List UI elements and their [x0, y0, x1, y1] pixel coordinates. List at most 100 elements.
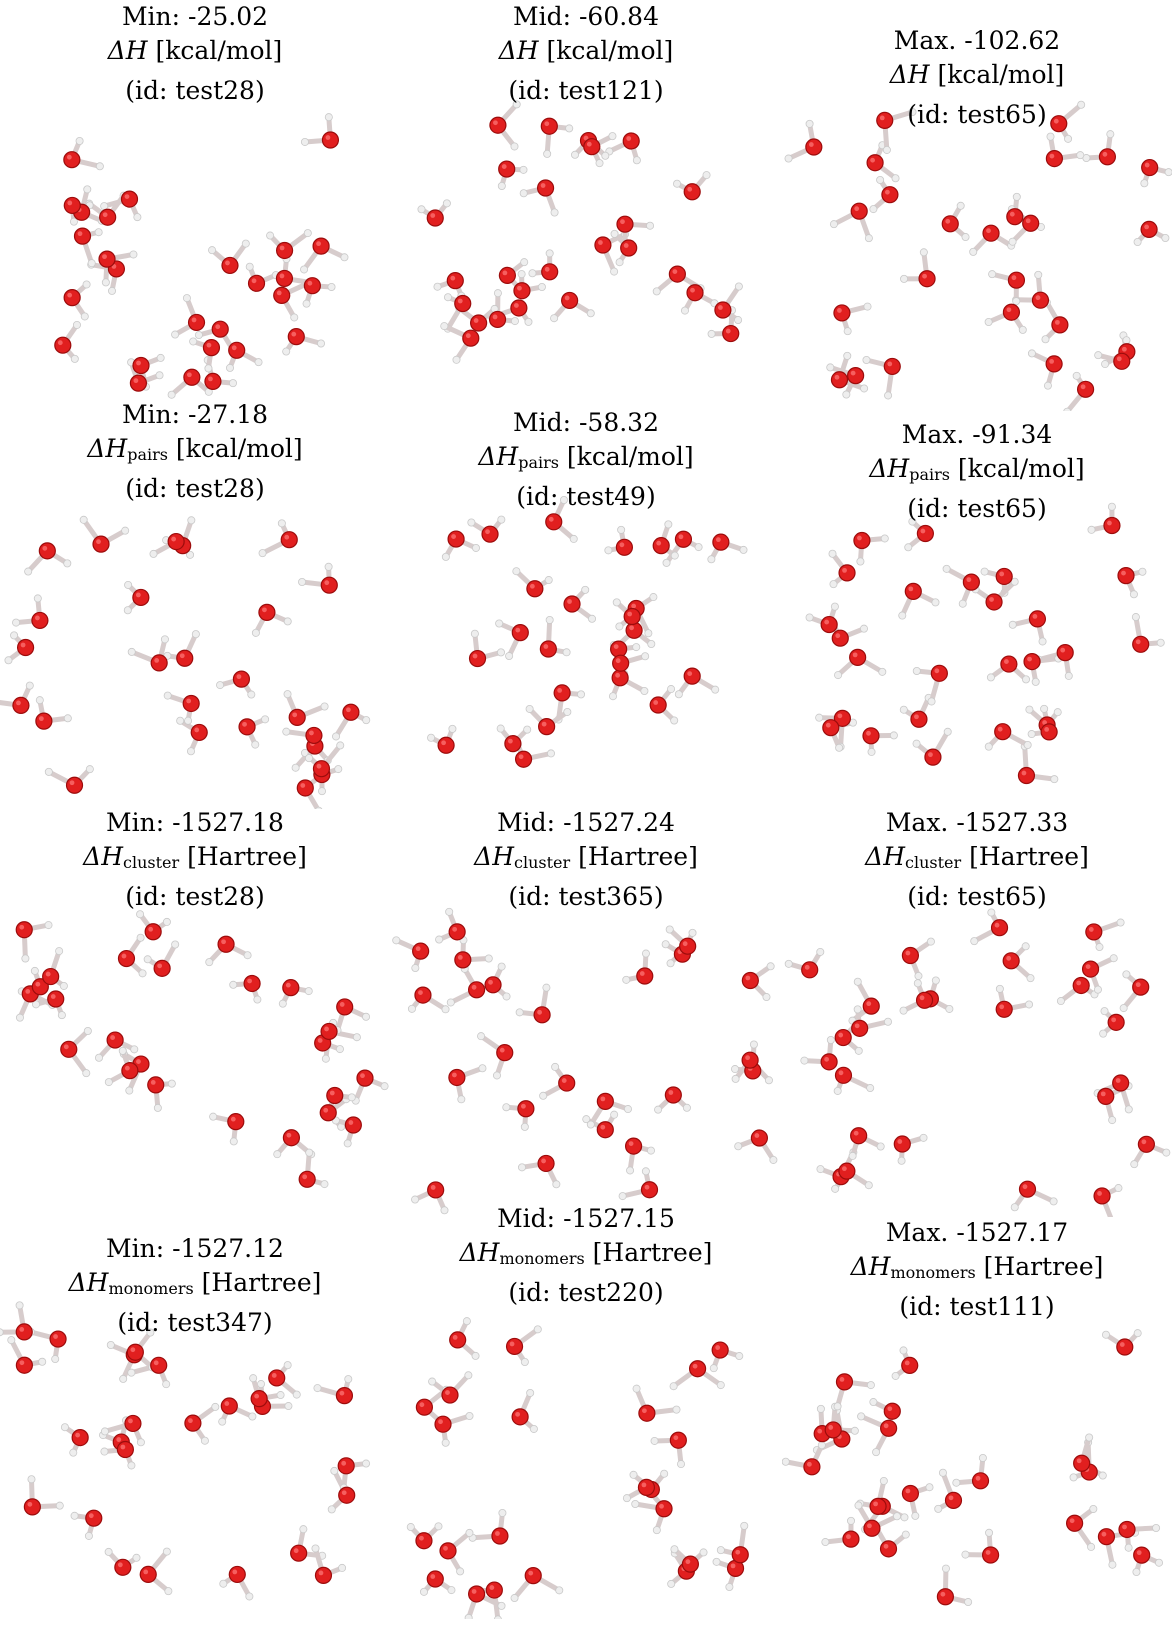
quantity-symbol: ΔH: [865, 842, 905, 871]
title-line-quantity: ΔHpairs [kcal/mol]: [0, 432, 390, 472]
structure-id: (id: test65): [907, 882, 1047, 911]
panel-title: Max. -1527.33 ΔHcluster [Hartree] (id: t…: [782, 806, 1172, 914]
title-line-quantity: ΔHmonomers [Hartree]: [782, 1250, 1172, 1290]
quantity-subscript: pairs: [127, 445, 168, 464]
quantity-unit: [Hartree]: [187, 842, 307, 871]
extreme-kind: Min:: [121, 400, 181, 429]
panel-title: Mid: -60.84 ΔH [kcal/mol] (id: test121): [391, 0, 781, 108]
quantity-unit: [Hartree]: [969, 842, 1089, 871]
extreme-kind: Max.: [901, 420, 965, 449]
structure-id: (id: test220): [508, 1278, 664, 1307]
panel-title: Min: -1527.18 ΔHcluster [Hartree] (id: t…: [0, 806, 390, 914]
quantity-unit: [kcal/mol]: [937, 60, 1065, 89]
quantity-symbol: ΔH: [850, 1252, 891, 1281]
molecule-render: [417, 100, 743, 364]
panel-title: Max. -102.62 ΔH [kcal/mol] (id: test65): [782, 24, 1172, 132]
panel-title: Min: -27.18 ΔHpairs [kcal/mol] (id: test…: [0, 398, 390, 506]
quantity-subscript: cluster: [905, 853, 962, 872]
title-line-extreme: Max. -102.62: [782, 24, 1172, 58]
extreme-value: -1527.33: [956, 808, 1069, 837]
quantity-unit: [kcal/mol]: [957, 454, 1085, 483]
panel-12: Max. -1527.17 ΔHmonomers [Hartree] (id: …: [782, 1208, 1172, 1619]
quantity-unit: [Hartree]: [201, 1268, 322, 1297]
structure-id: (id: test111): [899, 1292, 1055, 1321]
quantity-subscript: monomers: [499, 1249, 585, 1268]
molecule-render: [782, 1329, 1164, 1607]
title-line-extreme: Min: -1527.18: [0, 806, 390, 840]
extreme-kind: Min:: [106, 1234, 165, 1263]
quantity-symbol: ΔH: [498, 36, 539, 65]
structure-id: (id: test28): [125, 474, 265, 503]
quantity-subscript: cluster: [514, 853, 571, 872]
structure-id: (id: test28): [125, 882, 265, 911]
extreme-kind: Min:: [121, 2, 181, 31]
title-line-quantity: ΔHpairs [kcal/mol]: [391, 440, 781, 480]
title-line-extreme: Mid: -1527.24: [391, 806, 781, 840]
extreme-value: -25.02: [188, 2, 269, 31]
title-line-quantity: ΔH [kcal/mol]: [0, 34, 390, 74]
quantity-unit: [kcal/mol]: [566, 442, 694, 471]
quantity-subscript: pairs: [518, 453, 559, 472]
quantity-subscript: cluster: [123, 853, 180, 872]
quantity-symbol: ΔH: [478, 442, 519, 471]
quantity-unit: [Hartree]: [983, 1252, 1104, 1281]
panel-5: Mid: -58.32 ΔHpairs [kcal/mol] (id: test…: [391, 398, 781, 809]
molecule-render: [0, 515, 371, 809]
title-line-quantity: ΔHcluster [Hartree]: [782, 840, 1172, 880]
extreme-value: -1527.15: [563, 1204, 675, 1233]
title-line-extreme: Mid: -60.84: [391, 0, 781, 34]
title-line-extreme: Mid: -58.32: [391, 406, 781, 440]
molecule-render: [0, 1301, 371, 1601]
quantity-unit: [kcal/mol]: [155, 36, 283, 65]
extreme-kind: Max.: [885, 1218, 949, 1247]
extreme-kind: Mid:: [497, 808, 556, 837]
extreme-value: -1527.12: [172, 1234, 284, 1263]
quantity-unit: [kcal/mol]: [175, 434, 303, 463]
extreme-kind: Max.: [885, 808, 949, 837]
molecule-render: [784, 908, 1171, 1217]
quantity-subscript: pairs: [909, 465, 950, 484]
quantity-symbol: ΔH: [869, 454, 910, 483]
panel-7: Min: -1527.18 ΔHcluster [Hartree] (id: t…: [0, 806, 390, 1217]
molecule-render: [15, 910, 389, 1189]
title-line-extreme: Min: -27.18: [0, 398, 390, 432]
panel-title: Max. -1527.17 ΔHmonomers [Hartree] (id: …: [782, 1216, 1172, 1324]
quantity-symbol: ΔH: [889, 60, 930, 89]
panel-8: Mid: -1527.24 ΔHcluster [Hartree] (id: t…: [391, 806, 781, 1217]
panel-3: Max. -102.62 ΔH [kcal/mol] (id: test65): [782, 0, 1172, 411]
panel-10: Min: -1527.12 ΔHmonomers [Hartree] (id: …: [0, 1208, 390, 1619]
panel-title: Min: -1527.12 ΔHmonomers [Hartree] (id: …: [0, 1232, 390, 1340]
title-line-extreme: Max. -91.34: [782, 418, 1172, 452]
quantity-symbol: ΔH: [68, 1268, 109, 1297]
extreme-kind: Min:: [106, 808, 165, 837]
molecule-render: [784, 100, 1172, 411]
panel-title: Mid: -1527.15 ΔHmonomers [Hartree] (id: …: [391, 1202, 781, 1310]
quantity-symbol: ΔH: [459, 1238, 500, 1267]
quantity-symbol: ΔH: [107, 36, 148, 65]
structure-id: (id: test49): [516, 482, 656, 511]
extreme-value: -1527.24: [563, 808, 675, 837]
title-line-extreme: Mid: -1527.15: [391, 1202, 781, 1236]
structure-id: (id: test65): [907, 100, 1047, 129]
title-line-quantity: ΔHpairs [kcal/mol]: [782, 452, 1172, 492]
panel-4: Min: -27.18 ΔHpairs [kcal/mol] (id: test…: [0, 398, 390, 809]
quantity-subscript: monomers: [108, 1279, 194, 1298]
quantity-unit: [Hartree]: [578, 842, 698, 871]
title-line-quantity: ΔHmonomers [Hartree]: [391, 1236, 781, 1276]
structure-id: (id: test347): [117, 1308, 273, 1337]
extreme-kind: Mid:: [497, 1204, 556, 1233]
quantity-unit: [Hartree]: [592, 1238, 713, 1267]
molecule-render: [406, 1317, 749, 1619]
extreme-value: -27.18: [188, 400, 269, 429]
panel-2: Mid: -60.84 ΔH [kcal/mol] (id: test121): [391, 0, 781, 411]
extreme-value: -91.34: [972, 420, 1053, 449]
extreme-value: -102.62: [964, 26, 1061, 55]
panel-9: Max. -1527.33 ΔHcluster [Hartree] (id: t…: [782, 806, 1172, 1217]
title-line-extreme: Max. -1527.17: [782, 1216, 1172, 1250]
extreme-kind: Mid:: [512, 2, 572, 31]
quantity-symbol: ΔH: [87, 434, 128, 463]
title-line-quantity: ΔH [kcal/mol]: [391, 34, 781, 74]
title-line-quantity: ΔH [kcal/mol]: [782, 58, 1172, 98]
panel-title: Mid: -58.32 ΔHpairs [kcal/mol] (id: test…: [391, 406, 781, 514]
